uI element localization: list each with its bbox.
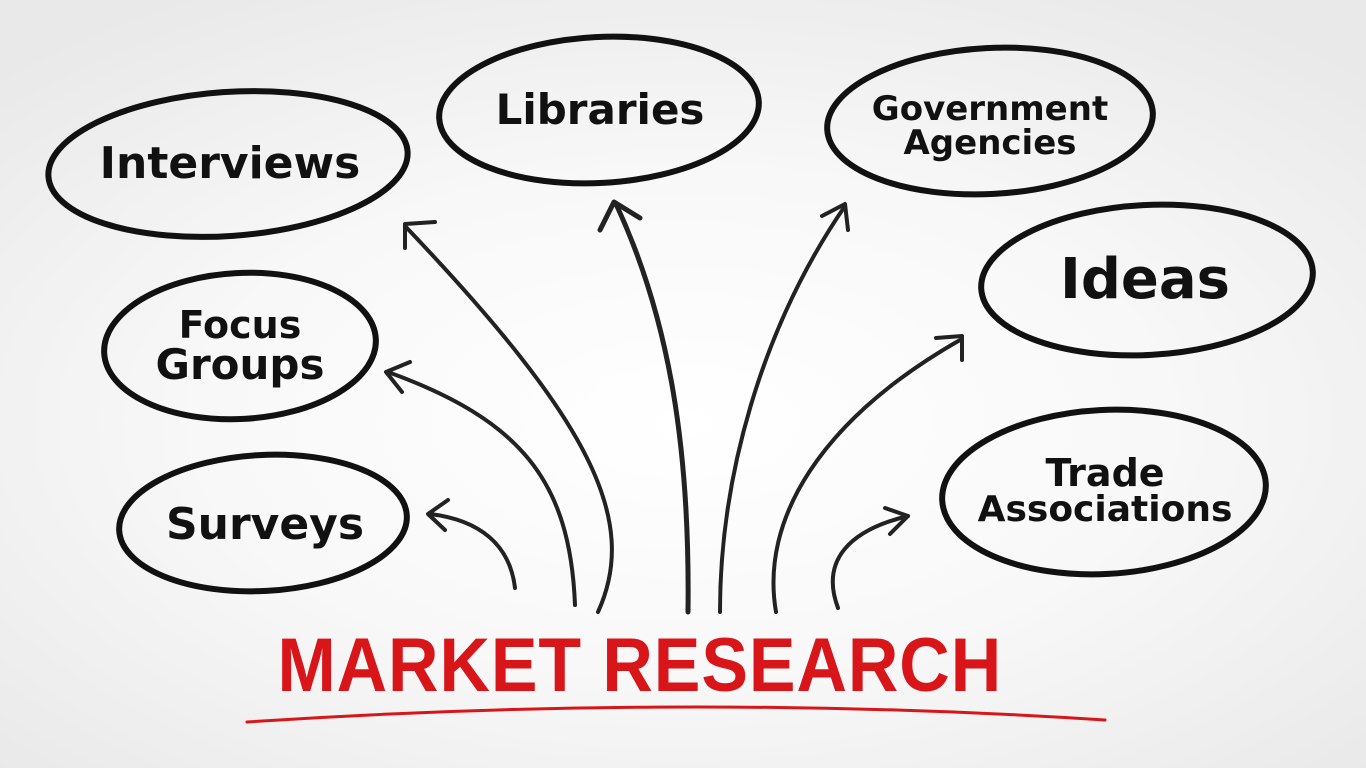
node-label: Libraries: [495, 85, 705, 134]
arrow-to-focus-groups: [386, 370, 577, 607]
node-focus-groups: Focus Groups: [120, 300, 360, 392]
arrow-to-libraries: [613, 201, 691, 615]
arrow-to-government: [718, 204, 847, 614]
ellipse-interviews: [45, 88, 411, 240]
ellipse-ideas: [978, 201, 1316, 359]
ellipse-trade: [939, 406, 1269, 578]
node-label-line2: Groups: [155, 340, 325, 389]
title-underline: [245, 705, 1107, 724]
ellipse-surveys: [116, 451, 410, 595]
diagram-title: MARKET RESEARCH: [277, 623, 1003, 708]
arrow-to-ideas: [771, 338, 962, 614]
node-interviews: Interviews: [60, 124, 400, 204]
ellipse-libraries: [436, 33, 762, 187]
node-label-line1: Focus: [178, 303, 302, 347]
node-trade-associations: Trade Associations: [950, 446, 1260, 536]
node-ideas: Ideas: [1010, 240, 1280, 320]
node-label-line2: Agencies: [903, 123, 1077, 163]
node-label-line1: Trade: [1045, 451, 1165, 495]
node-label: Interviews: [99, 138, 361, 189]
node-government-agencies: Government Agencies: [835, 86, 1145, 166]
ellipse-focus-groups: [101, 269, 379, 423]
node-surveys: Surveys: [130, 488, 400, 562]
ellipse-government: [824, 44, 1156, 198]
arrow-to-trade: [830, 514, 910, 610]
node-libraries: Libraries: [450, 70, 750, 150]
node-label: Surveys: [165, 499, 365, 550]
arrow-to-surveys: [428, 512, 517, 590]
arrow-to-interviews: [403, 224, 614, 614]
node-label-line1: Government: [871, 89, 1109, 129]
node-label: Ideas: [1059, 247, 1231, 312]
node-label-line2: Associations: [977, 489, 1233, 530]
